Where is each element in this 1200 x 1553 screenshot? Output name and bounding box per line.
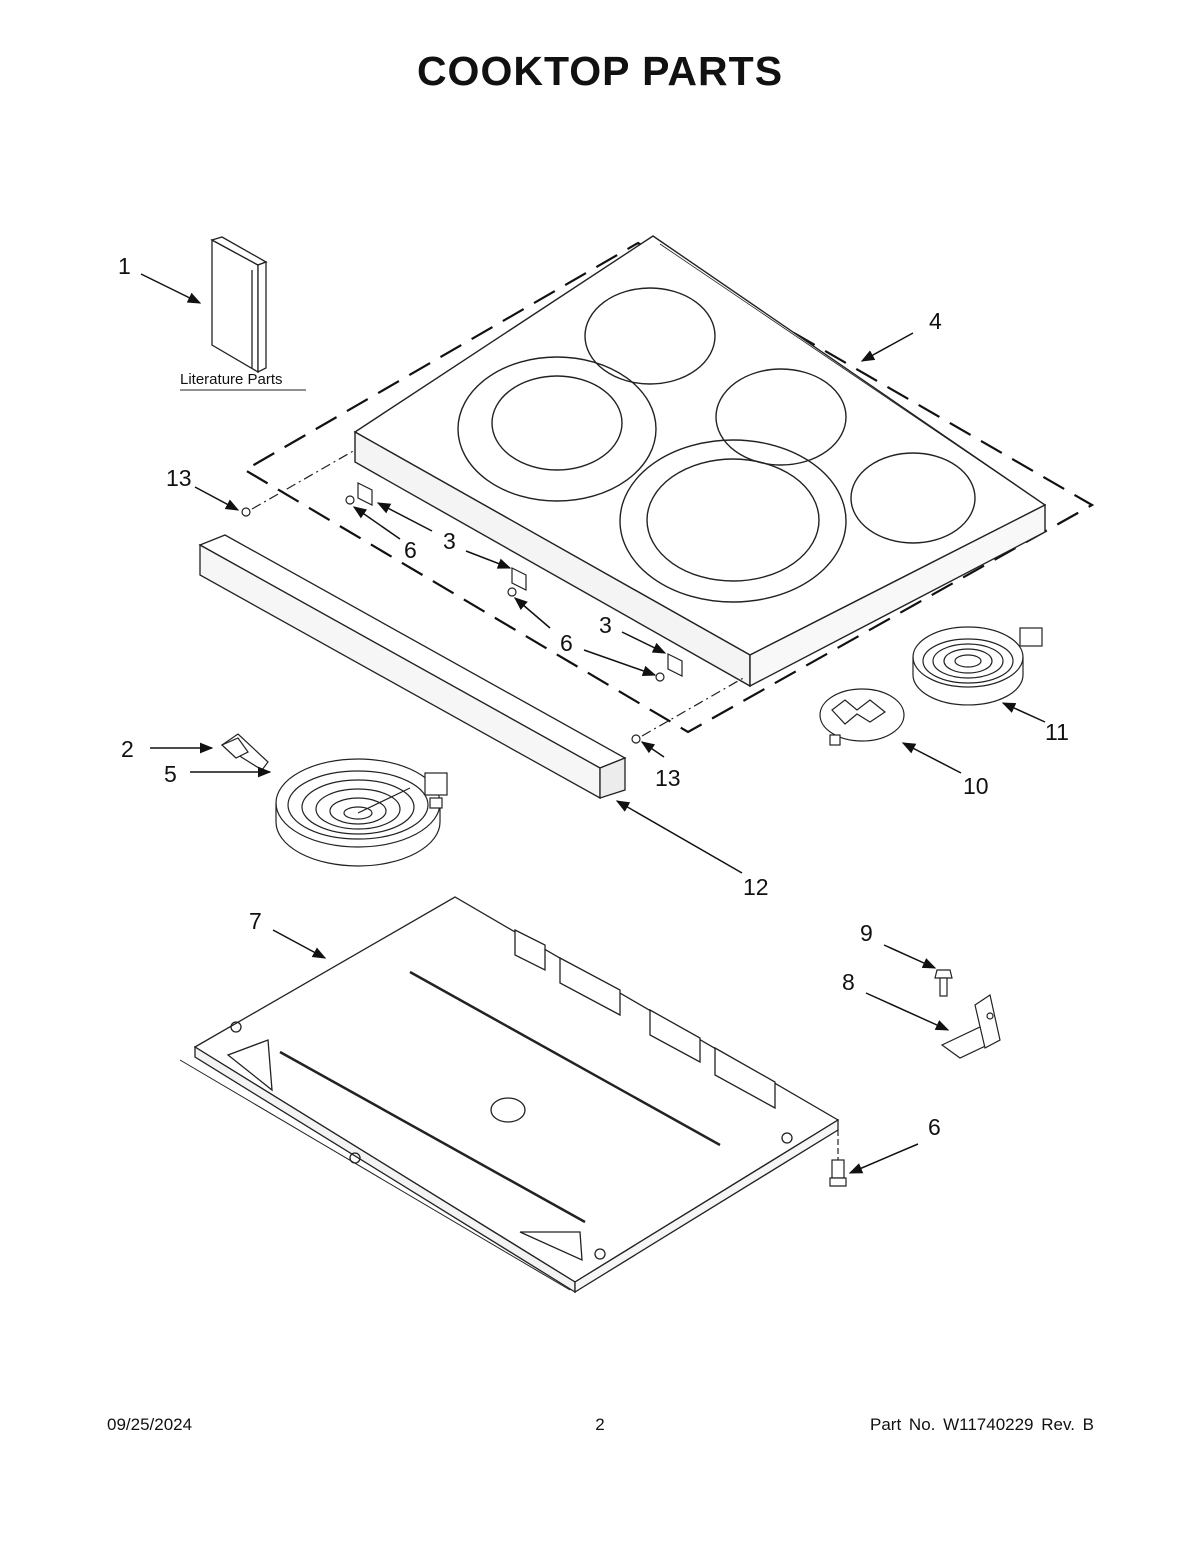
cooktop-screw: [241, 449, 746, 744]
element-bracket: [220, 733, 269, 771]
page-title: COOKTOP PARTS: [416, 48, 784, 94]
callout-13: 13: [655, 765, 681, 791]
callout-12: 12: [743, 874, 769, 900]
callout-1: 1: [118, 253, 131, 279]
callout-6: 6: [928, 1114, 941, 1140]
exploded-parts-diagram: Literature Parts: [118, 235, 1095, 1294]
callout-11: 11: [1045, 719, 1069, 745]
callout-9: 9: [860, 920, 873, 946]
radiant-element-left: [275, 758, 448, 867]
cooktop-assembly-outline: [242, 241, 1095, 734]
tray-screw: [829, 1130, 847, 1187]
callout-3: 3: [443, 528, 456, 554]
cooktop-support-tray: [179, 896, 840, 1294]
callout-6: 6: [560, 630, 573, 656]
callout-4: 4: [929, 308, 942, 334]
glass-cooktop: [353, 235, 1047, 688]
callout-5: 5: [164, 761, 177, 787]
literature-parts-booklet: [210, 236, 268, 374]
hex-bolt: [934, 969, 953, 997]
screw-small: [345, 495, 665, 682]
literature-parts-label: Literature Parts: [180, 371, 283, 388]
callout-arrows: [140, 273, 1046, 1174]
callout-3: 3: [599, 612, 612, 638]
callout-7: 7: [249, 908, 262, 934]
callout-2: 2: [121, 736, 134, 762]
callout-10: 10: [963, 773, 989, 799]
callout-13: 13: [166, 465, 192, 491]
footer-date: 09/25/2024: [107, 1415, 193, 1434]
footer-page-number: 2: [595, 1415, 605, 1434]
radiant-element-right: [912, 626, 1043, 706]
callout-6: 6: [404, 537, 417, 563]
mounting-bracket: [940, 994, 1001, 1059]
footer-part-number: Part No. W11740229 Rev. B: [870, 1415, 1094, 1434]
callout-8: 8: [842, 969, 855, 995]
element-insulator: [819, 688, 905, 746]
front-trim-bar: [198, 534, 627, 800]
cooktop-clip: [357, 482, 683, 677]
